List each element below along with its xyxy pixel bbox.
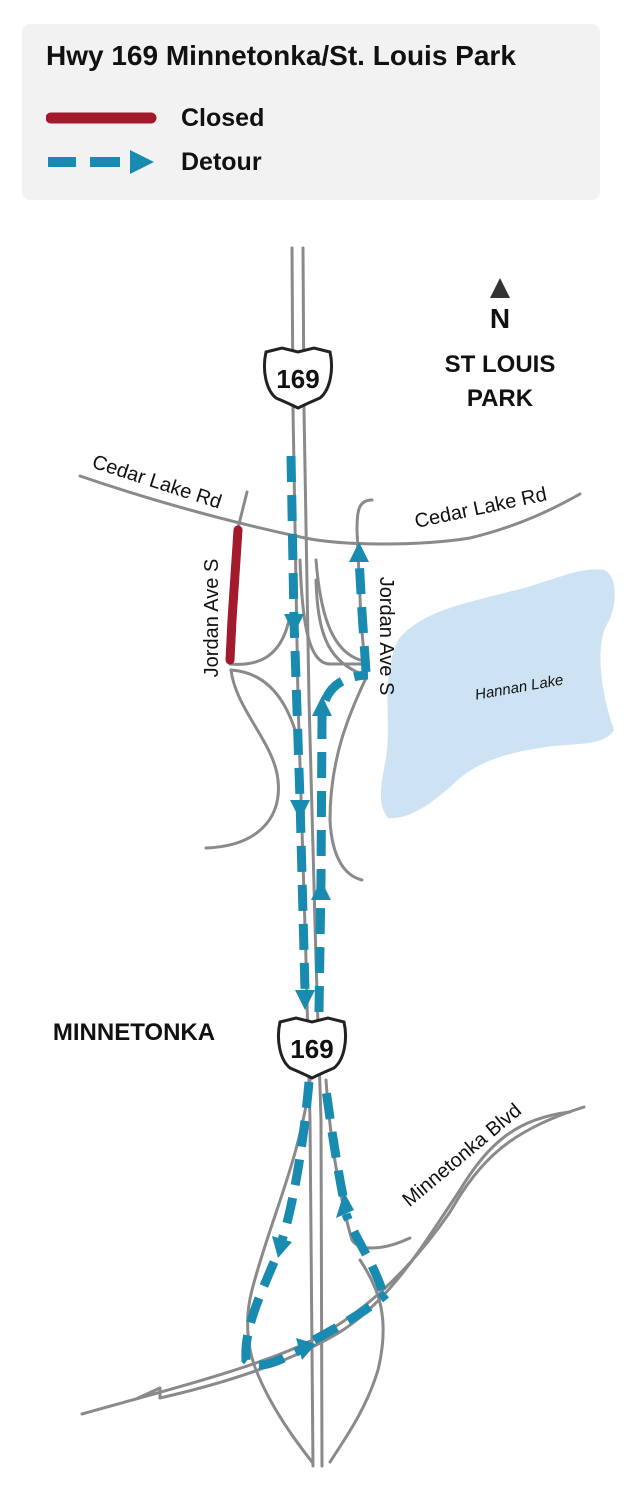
hwy-169-shield-north: 169	[262, 346, 334, 410]
detour-route-southbound	[284, 455, 315, 1010]
label-jordan-ave-east: Jordan Ave S	[375, 577, 397, 696]
city-label-st-louis-park-line1: ST LOUIS	[445, 351, 556, 378]
cedar-lake-interchange-ramps	[204, 558, 368, 882]
hannan-lake	[380, 569, 615, 819]
legend-item-closed: Closed	[46, 104, 346, 134]
north-arrow-icon: N	[490, 278, 510, 334]
cedar-lake-rd	[78, 474, 582, 546]
detour-arrow-swatch	[48, 150, 154, 174]
closed-line-swatch	[46, 112, 157, 124]
map-legend: Hwy 169 Minnetonka/St. Louis Park Closed…	[22, 24, 600, 200]
shield-number-north: 169	[276, 364, 319, 394]
label-jordan-ave-west: Jordan Ave S	[201, 559, 223, 678]
hwy-169-shield-south: 169	[276, 1016, 348, 1080]
detour-route-minnetonka-loop	[241, 1081, 389, 1370]
city-label-minnetonka: MINNETONKA	[53, 1019, 215, 1046]
jordan-ave-east	[355, 498, 374, 680]
shield-number-south: 169	[290, 1034, 333, 1064]
detour-route-northbound	[311, 542, 371, 1013]
label-cedar-lake-rd-west: Cedar Lake Rd	[89, 451, 224, 513]
hwy-169-mainline	[290, 246, 324, 1468]
legend-item-detour: Detour	[46, 148, 346, 178]
label-cedar-lake-rd-east: Cedar Lake Rd	[413, 483, 549, 532]
city-label-st-louis-park-line2: PARK	[467, 385, 534, 412]
north-label: N	[490, 303, 510, 334]
minnetonka-blvd	[80, 1105, 586, 1416]
legend-title: Hwy 169 Minnetonka/St. Louis Park	[46, 40, 516, 71]
closed-road-segment	[225, 525, 243, 665]
legend-detour-label: Detour	[181, 148, 262, 176]
legend-closed-label: Closed	[181, 104, 265, 132]
